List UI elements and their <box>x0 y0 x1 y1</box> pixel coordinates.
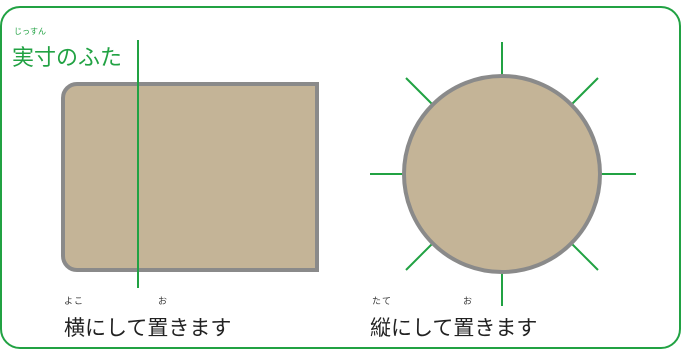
ray-top-right <box>571 77 599 105</box>
round-lid-shape <box>402 74 602 274</box>
rectangular-lid-guide-line <box>137 40 139 288</box>
right-ruby-tate: たて <box>372 297 393 307</box>
left-ruby-o: お <box>158 297 169 307</box>
ray-bottom-right <box>571 243 599 271</box>
round-lid-rays <box>370 42 636 306</box>
round-lid-illustration <box>370 42 636 306</box>
ray-bottom-left <box>405 243 433 271</box>
left-caption: 横にして置きます <box>64 316 232 340</box>
right-ruby-o: お <box>463 297 474 307</box>
rectangular-lid-shape <box>61 82 319 272</box>
left-ruby-yoko: よこ <box>64 297 85 307</box>
page-title: 実寸のふた <box>12 46 123 71</box>
ray-top-left <box>405 77 433 105</box>
title-ruby: じっすん <box>14 27 46 36</box>
right-caption: 縦にして置きます <box>370 316 538 340</box>
content-frame <box>0 6 681 349</box>
